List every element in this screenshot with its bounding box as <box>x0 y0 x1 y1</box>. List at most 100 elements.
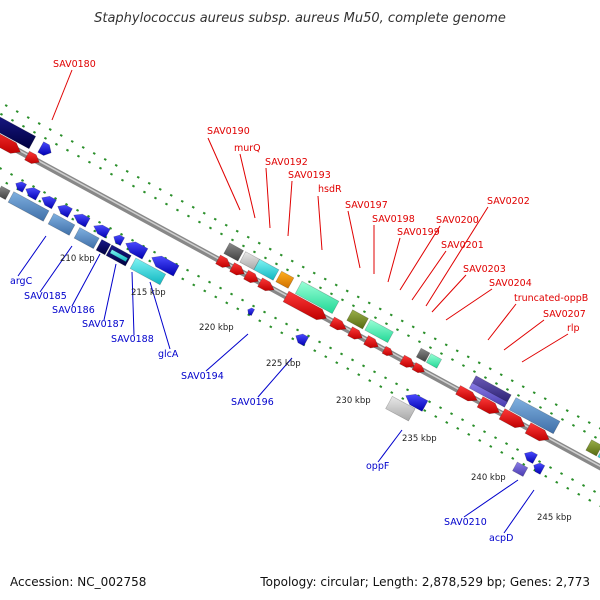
gene-label-SAV0190[interactable]: SAV0190 <box>207 126 250 137</box>
scale-tick <box>461 418 465 422</box>
gene-SAV0187[interactable] <box>95 239 112 256</box>
gene-label-SAV0204[interactable]: SAV0204 <box>489 278 532 289</box>
gene-fwd-4[interactable] <box>229 262 245 276</box>
gene-fwd-10[interactable] <box>363 335 379 349</box>
gene-label-SAV0201[interactable]: SAV0201 <box>441 240 484 251</box>
gene-rev-3[interactable] <box>41 195 57 210</box>
gene-fwd-7[interactable] <box>282 290 327 321</box>
gene-label-SAV0210[interactable]: SAV0210 <box>444 517 487 528</box>
gene-rlp[interactable] <box>597 446 600 464</box>
scale-tick <box>318 286 322 290</box>
gene-rev-4[interactable] <box>57 204 73 218</box>
gene-label-SAV0192[interactable]: SAV0192 <box>265 157 308 168</box>
gene-SAV0198[interactable] <box>364 319 394 344</box>
scale-tick <box>505 442 509 446</box>
gene-fwd-8[interactable] <box>329 316 347 331</box>
gene-fwd-16[interactable] <box>498 408 526 429</box>
gene-fwd-3[interactable] <box>215 254 231 268</box>
gene-label-SAV0186[interactable]: SAV0186 <box>52 305 95 316</box>
gene-fwd-5[interactable] <box>243 269 259 284</box>
gene-SAV0210[interactable] <box>524 451 538 464</box>
gene-rev-8[interactable] <box>125 241 149 260</box>
gene-SAV0194[interactable] <box>247 307 256 317</box>
gene-truncated-oppB[interactable] <box>508 397 561 435</box>
gene-SAV0196[interactable] <box>295 333 310 347</box>
gene-SAV0202[interactable] <box>425 353 443 369</box>
scale-tick <box>483 430 487 434</box>
scale-tick <box>582 429 586 433</box>
gene-label-SAV0187[interactable]: SAV0187 <box>82 319 125 330</box>
gene-rev-2[interactable] <box>25 187 41 201</box>
gene-fwd-13[interactable] <box>411 362 425 374</box>
gene-oppF-arrow[interactable] <box>405 393 429 412</box>
gene-SAV0204[interactable] <box>468 382 508 408</box>
gene-SAV0180-tip[interactable] <box>37 141 52 156</box>
gene-label-SAV0199[interactable]: SAV0199 <box>397 227 440 238</box>
gene-label-SAV0194[interactable]: SAV0194 <box>181 371 224 382</box>
leader-SAV0200 <box>399 225 441 291</box>
gene-label-SAV0185[interactable]: SAV0185 <box>24 291 67 302</box>
scale-tick <box>98 166 102 170</box>
gene-label-SAV0207[interactable]: SAV0207 <box>543 309 586 320</box>
gene-rev-5[interactable] <box>73 213 91 228</box>
scale-tick <box>356 295 360 299</box>
gene-rev-9[interactable] <box>151 255 180 277</box>
gene-rev-7[interactable] <box>113 234 126 247</box>
gene-fwd-6[interactable] <box>257 277 275 292</box>
scale-tick <box>120 178 124 182</box>
gene-argC[interactable] <box>0 185 11 201</box>
gene-label-SAV0202[interactable]: SAV0202 <box>487 196 530 207</box>
gene-label-glcA[interactable]: glcA <box>158 349 179 360</box>
gene-glcA[interactable] <box>129 257 167 286</box>
gene-SAV0185[interactable] <box>7 191 50 222</box>
gene-label-SAV0197[interactable]: SAV0197 <box>345 200 388 211</box>
gene-label-oppF[interactable]: oppF <box>366 461 389 472</box>
gene-fwd-15[interactable] <box>476 396 500 415</box>
gene-SAV0197[interactable] <box>346 309 369 330</box>
gene-label-hsdR[interactable]: hsdR <box>318 184 342 195</box>
gene-label-SAV0196[interactable]: SAV0196 <box>231 397 274 408</box>
gene-label-murQ[interactable]: murQ <box>234 143 261 154</box>
gene-fwd-12[interactable] <box>399 354 415 368</box>
scale-tick <box>87 160 91 164</box>
gene-label-acpD[interactable]: acpD <box>489 533 513 544</box>
gene-fwd-9[interactable] <box>347 326 363 340</box>
gene-SAV0180-upper[interactable] <box>0 112 37 150</box>
gene-SAV0192[interactable] <box>253 258 280 281</box>
gene-SAV0188-stripe[interactable] <box>109 249 129 263</box>
gene-fwd-2[interactable] <box>24 150 40 164</box>
gene-label-truncated-oppB[interactable]: truncated-oppB <box>514 293 588 304</box>
scale-tick <box>450 412 454 416</box>
scale-tick <box>71 217 75 221</box>
gene-label-SAV0193[interactable]: SAV0193 <box>288 170 331 181</box>
scale-tick <box>76 208 80 212</box>
gene-rev-1[interactable] <box>15 181 28 193</box>
gene-label-SAV0198[interactable]: SAV0198 <box>372 214 415 225</box>
gene-label-SAV0203[interactable]: SAV0203 <box>463 264 506 275</box>
gene-fwd-1[interactable] <box>0 125 21 154</box>
gene-SAV0193[interactable] <box>275 270 295 289</box>
gene-label-argC[interactable]: argC <box>10 276 33 287</box>
gene-fwd-17[interactable] <box>524 422 550 442</box>
gene-fwd-11[interactable] <box>381 345 394 357</box>
gene-label-SAV0188[interactable]: SAV0188 <box>111 334 154 345</box>
gene-SAV0207[interactable] <box>585 439 600 457</box>
gene-oppF[interactable] <box>385 395 416 422</box>
gene-rev-6[interactable] <box>93 224 111 239</box>
gene-acpD[interactable] <box>512 461 529 477</box>
gene-SAV0201[interactable] <box>415 347 431 363</box>
scale-tick <box>389 313 393 317</box>
gene-SAV0210-b[interactable] <box>533 462 546 475</box>
gene-SAV0190[interactable] <box>223 242 245 262</box>
scale-tick <box>472 370 476 373</box>
gene-label-rlp[interactable]: rlp <box>567 323 580 334</box>
gene-label-SAV0180[interactable]: SAV0180 <box>53 59 96 70</box>
gene-SAV0186[interactable] <box>73 227 100 250</box>
gene-fwd-14[interactable] <box>455 385 478 402</box>
scale-tick <box>373 370 377 374</box>
gene-SAV0185-b[interactable] <box>47 212 76 236</box>
scale-tick <box>136 175 140 179</box>
gene-hsdR[interactable] <box>294 280 340 315</box>
gene-label-SAV0200[interactable]: SAV0200 <box>436 215 479 226</box>
scale-tick <box>290 259 294 263</box>
